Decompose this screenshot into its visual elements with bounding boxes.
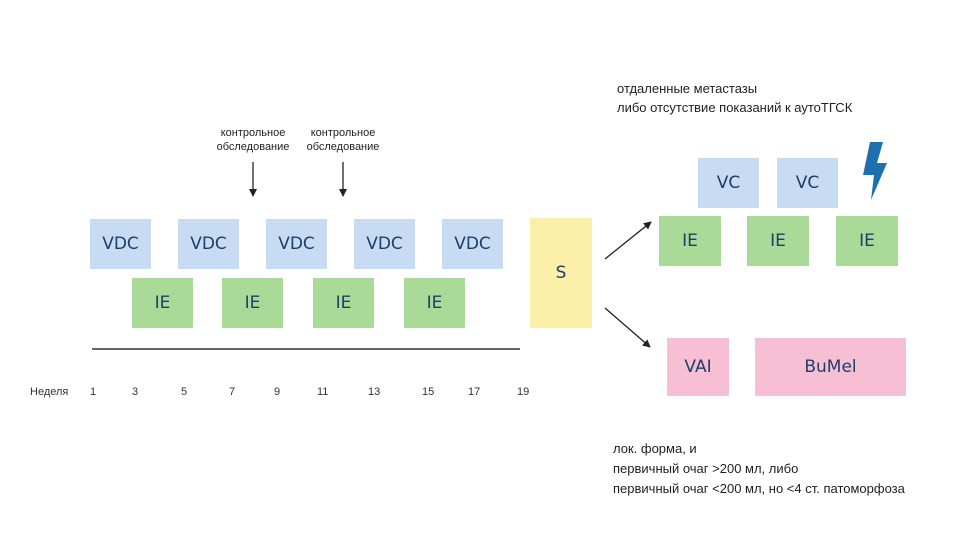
s-block: S: [530, 218, 592, 328]
week-tick: 13: [368, 386, 381, 398]
vc-block-2: VC: [777, 158, 838, 208]
ie-block-4: IE: [404, 278, 465, 328]
week-tick: 15: [422, 386, 435, 398]
ie-branch-block-3: IE: [836, 216, 898, 266]
bottom-note-line-1: лок. форма, и: [613, 441, 697, 456]
vdc-block-3: VDC: [266, 219, 327, 269]
ie-branch-block-2: IE: [747, 216, 809, 266]
week-tick: 11: [317, 386, 329, 398]
control-label-1-line-2: обследование: [216, 141, 290, 153]
bottom-note-line-2: первичный очаг >200 мл, либо: [613, 461, 799, 476]
vdc-block-2: VDC: [178, 219, 239, 269]
week-tick: 19: [517, 386, 530, 398]
ie-branch-block-1: IE: [659, 216, 721, 266]
vc-block-1: VC: [698, 158, 759, 208]
ie-block-3: IE: [313, 278, 374, 328]
control-label-1: контрольное обследование: [212, 126, 294, 154]
vdc-block-1: VDC: [90, 219, 151, 269]
control-label-2-line-1: контрольное: [310, 127, 376, 139]
vai-block: VAI: [667, 338, 729, 396]
week-tick: 5: [181, 386, 188, 398]
week-tick: 3: [132, 386, 139, 398]
arrow-diagonal-icon: [604, 307, 651, 348]
week-tick: 7: [229, 386, 236, 398]
bottom-note-line-3: первичный очаг <200 мл, но <4 ст. патомо…: [613, 481, 905, 496]
control-label-2-line-2: обследование: [306, 141, 380, 153]
top-note-line-1: отдаленные метастазы: [617, 81, 758, 96]
vdc-block-4: VDC: [354, 219, 415, 269]
axis-label: Неделя: [30, 386, 69, 398]
ie-block-1: IE: [132, 278, 193, 328]
week-tick: 9: [274, 386, 281, 398]
lightning-icon: [863, 142, 887, 200]
control-label-1-line-1: контрольное: [220, 127, 286, 139]
ie-block-2: IE: [222, 278, 283, 328]
week-tick: 1: [90, 386, 97, 398]
week-tick: 17: [468, 386, 481, 398]
control-label-2: контрольное обследование: [302, 126, 384, 154]
top-note-line-2: либо отсутствие показаний к аутоТГСК: [617, 100, 853, 115]
vdc-block-5: VDC: [442, 219, 503, 269]
bumel-block: BuMel: [755, 338, 906, 396]
arrow-diagonal-icon: [604, 221, 652, 260]
